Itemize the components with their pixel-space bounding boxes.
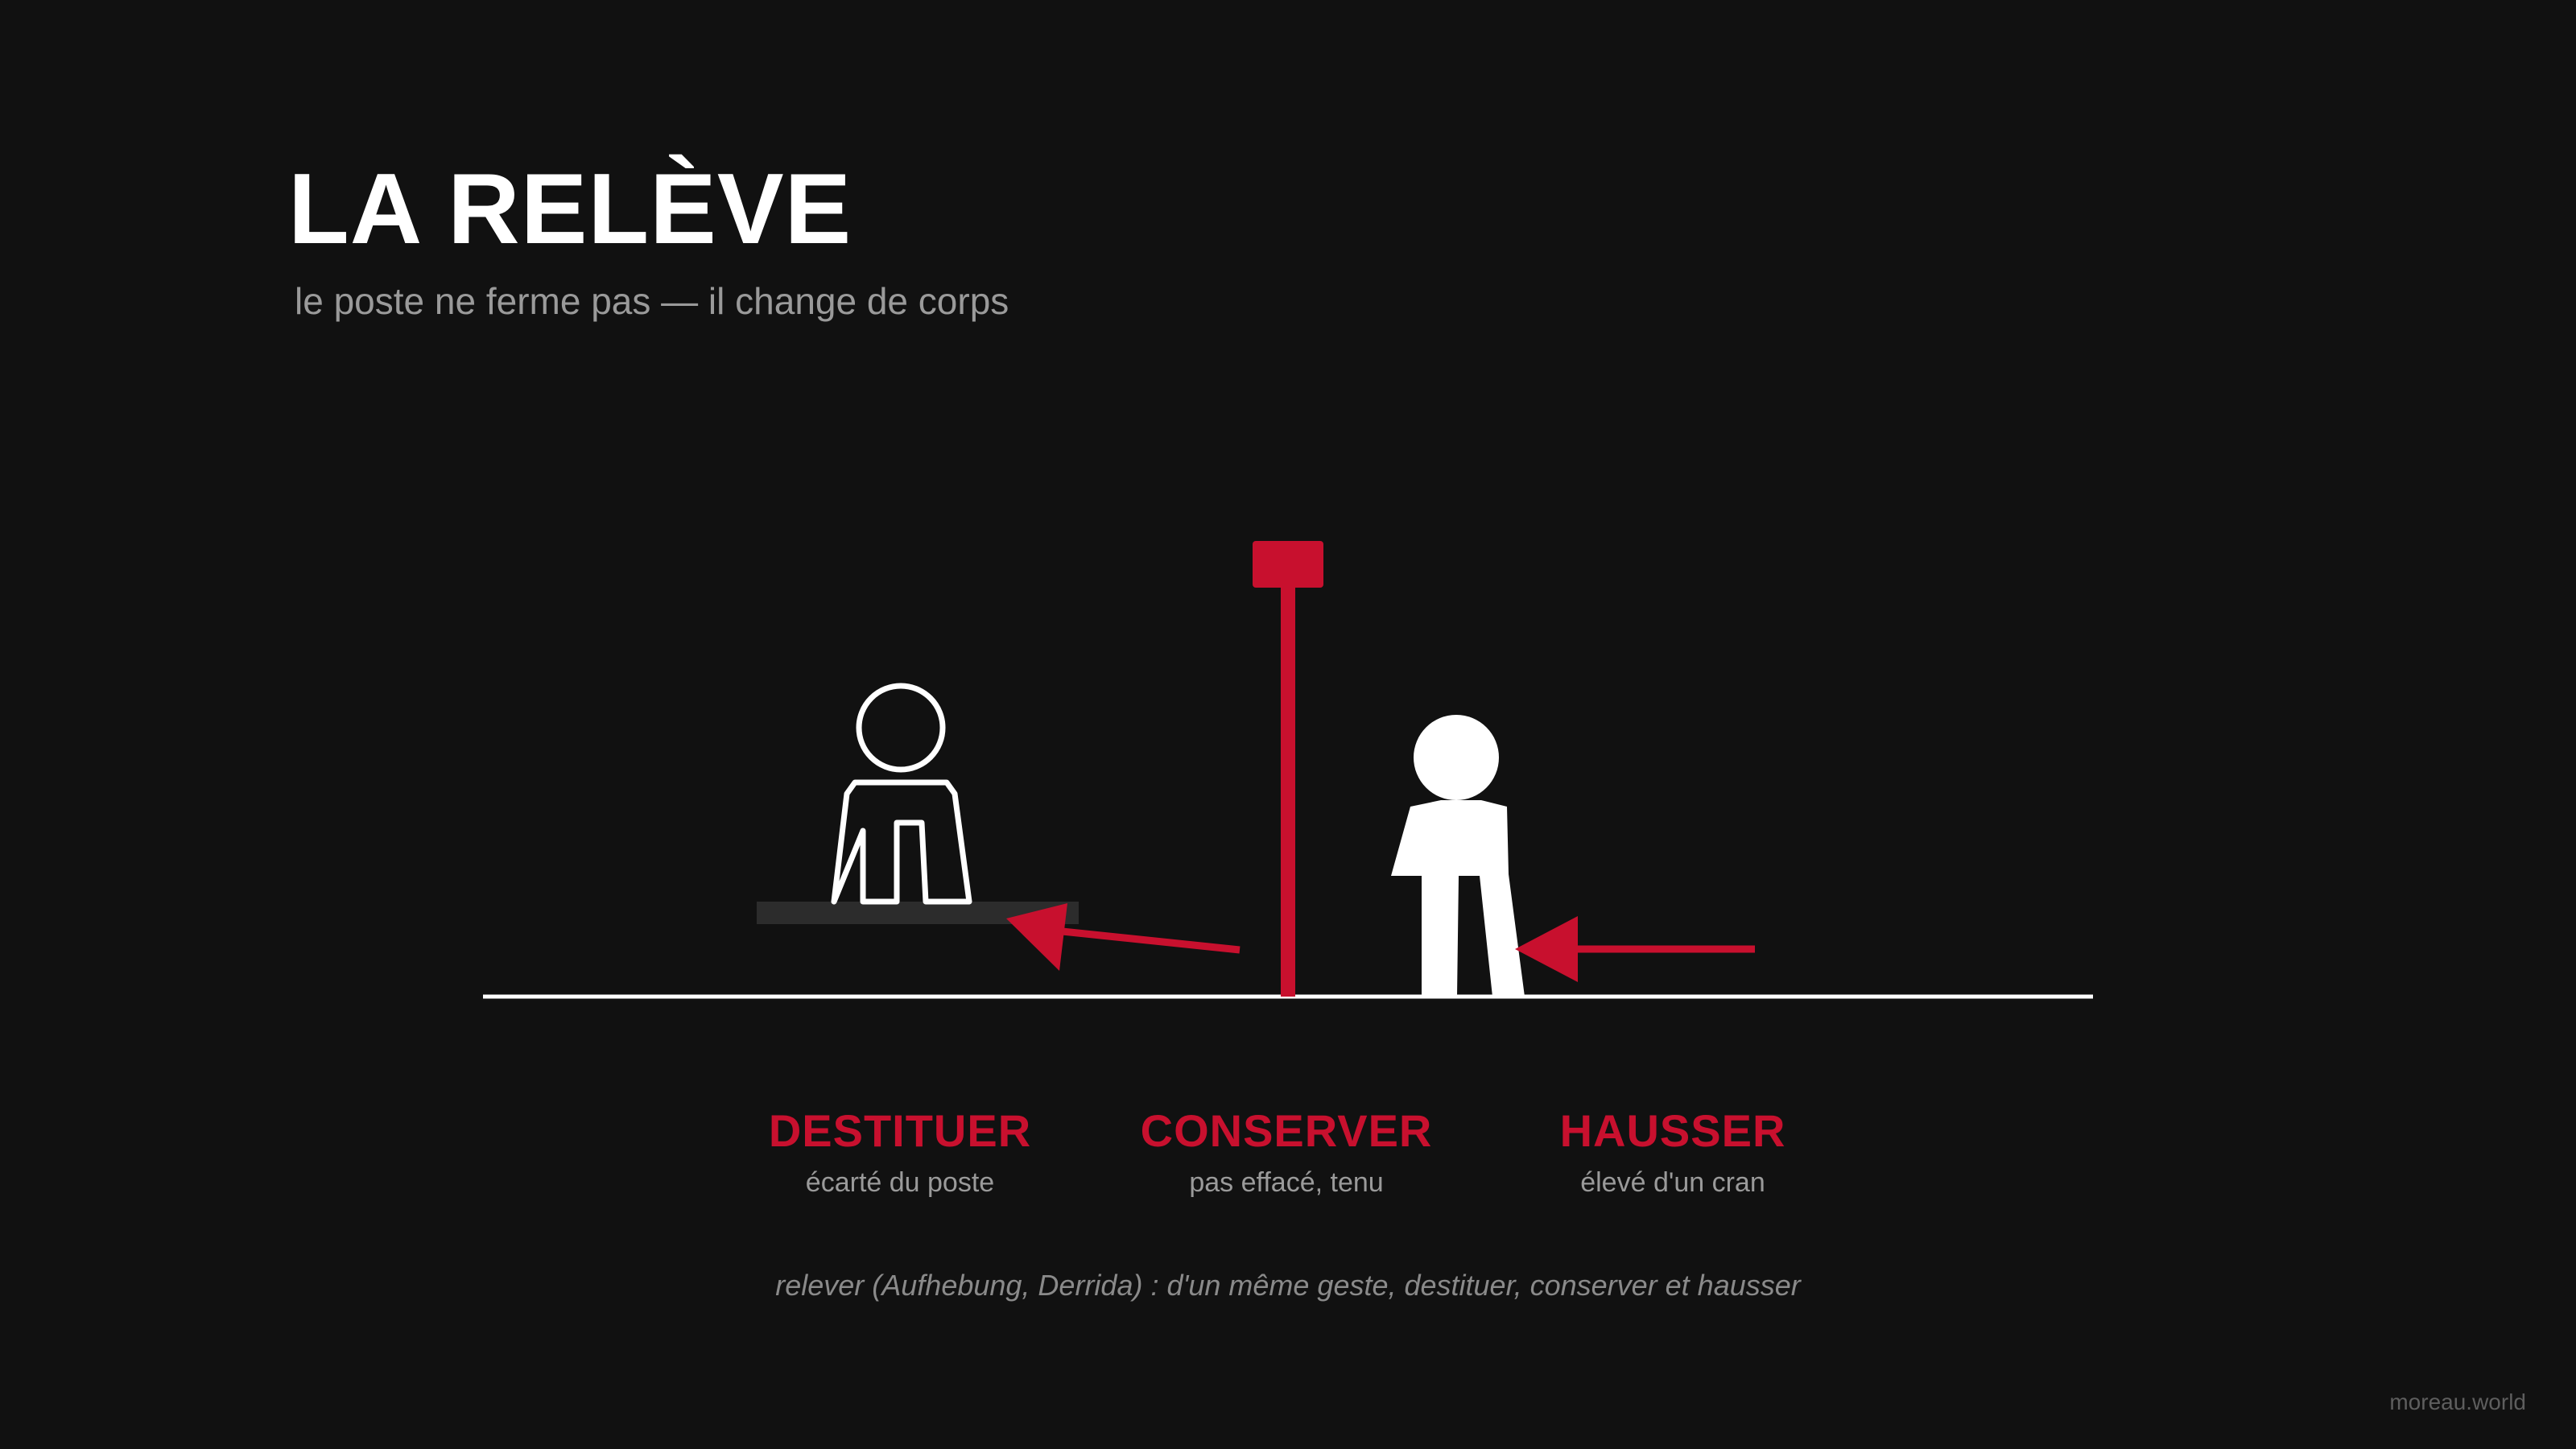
slide-title: LA RELÈVE xyxy=(288,154,852,265)
arrow-to-seat xyxy=(1006,903,1241,971)
arrow-to-standing-head xyxy=(1515,916,1578,982)
arrow-to-standing xyxy=(1515,916,1755,982)
seated-figure-head xyxy=(856,683,946,773)
conserver-title: CONSERVER xyxy=(1140,1105,1433,1156)
hausser-subtitle: élevé d'un cran xyxy=(1580,1167,1765,1198)
arrow-to-seat-shaft xyxy=(1054,927,1241,954)
slide-subtitle: le poste ne ferme pas — il change de cor… xyxy=(295,280,1009,322)
footnote: relever (Aufhebung, Derrida) : d'un même… xyxy=(775,1269,1801,1302)
post-pole-shaft xyxy=(1281,586,1295,997)
brand-watermark: moreau.world xyxy=(2389,1389,2526,1414)
standing-figure-head xyxy=(1414,715,1499,800)
conserver-subtitle: pas effacé, tenu xyxy=(1189,1167,1384,1198)
arrow-to-seat-head xyxy=(1006,903,1067,971)
destituer-title: DESTITUER xyxy=(768,1105,1032,1156)
post-pole-cap xyxy=(1253,541,1323,588)
seated-figure xyxy=(831,683,972,905)
standing-figure xyxy=(1391,715,1525,997)
hausser-title: HAUSSER xyxy=(1559,1105,1786,1156)
standing-figure-body xyxy=(1391,800,1525,997)
seated-figure-body xyxy=(831,779,972,905)
post-pole xyxy=(1253,541,1323,997)
destituer-subtitle: écarté du poste xyxy=(805,1167,995,1198)
